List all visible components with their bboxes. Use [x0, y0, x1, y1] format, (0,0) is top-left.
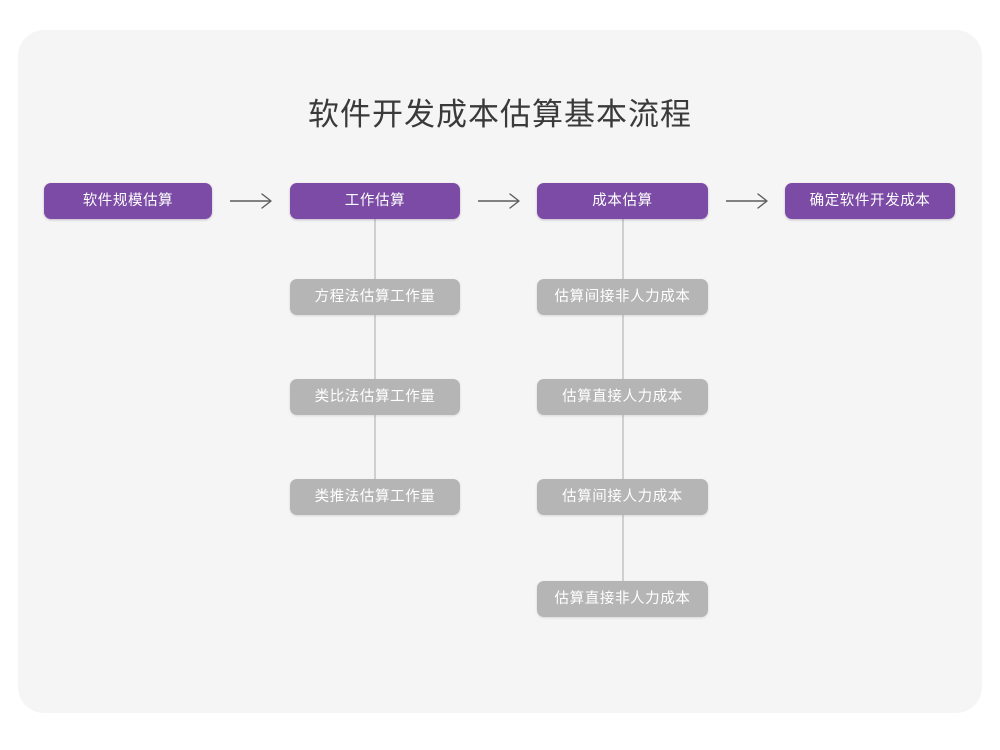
step-work-estimation[interactable]: 工作估算 — [290, 183, 460, 219]
arrow-3-to-4-icon — [726, 193, 768, 209]
step-software-size-estimation[interactable]: 软件规模估算 — [44, 183, 212, 219]
cost-item-direct-nonlabor[interactable]: 估算直接非人力成本 — [537, 581, 708, 617]
work-method-equation[interactable]: 方程法估算工作量 — [290, 279, 460, 315]
connector-work-column — [374, 219, 376, 499]
step-determine-development-cost[interactable]: 确定软件开发成本 — [785, 183, 955, 219]
diagram-card — [18, 30, 982, 713]
arrow-1-to-2-icon — [230, 193, 272, 209]
work-method-inference[interactable]: 类推法估算工作量 — [290, 479, 460, 515]
cost-item-indirect-nonlabor[interactable]: 估算间接非人力成本 — [537, 279, 708, 315]
work-method-analogy[interactable]: 类比法估算工作量 — [290, 379, 460, 415]
step-cost-estimation[interactable]: 成本估算 — [537, 183, 708, 219]
page-title: 软件开发成本估算基本流程 — [308, 97, 692, 133]
arrow-2-to-3-icon — [478, 193, 520, 209]
cost-item-direct-labor[interactable]: 估算直接人力成本 — [537, 379, 708, 415]
cost-item-indirect-labor[interactable]: 估算间接人力成本 — [537, 479, 708, 515]
